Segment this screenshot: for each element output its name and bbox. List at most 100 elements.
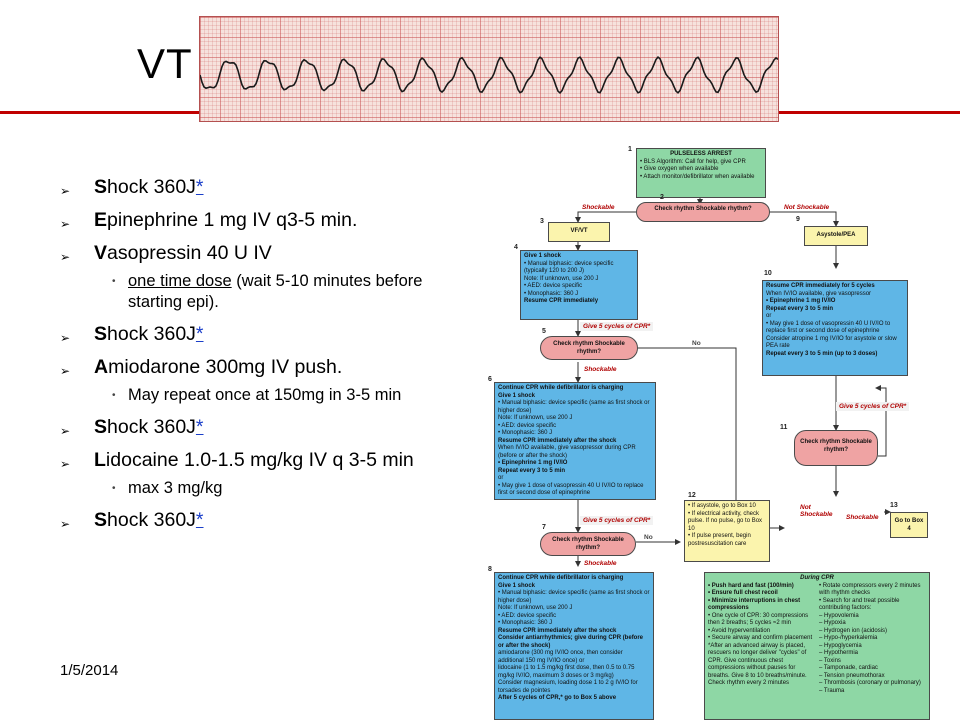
sub-bullet-list: •max 3 mg/kg (94, 478, 470, 499)
bullet-text: hock 360J (107, 416, 196, 438)
sub-bullet-item: •max 3 mg/kg (94, 478, 470, 499)
label-shockable-4: Shockable (584, 560, 617, 567)
bullet-text: miodarone 300mg IV push. (108, 356, 343, 378)
flow-text-line: • AED: device specific (498, 612, 557, 619)
flow-text-line: • Manual biphasic: device specific (same… (498, 400, 650, 414)
sub-bullet-dot-icon: • (112, 483, 116, 494)
flow-text-line: Note: If unknown, use 200 J (498, 605, 573, 611)
flow-text-line: • Ensure full chest recoil (708, 590, 778, 596)
during-cpr-right-column: • Rotate compressors every 2 minutes wit… (819, 583, 926, 696)
bullet-arrow-icon: ➢ (60, 517, 71, 531)
box-3-number: 3 (540, 218, 544, 225)
bullet-arrow-icon: ➢ (60, 250, 71, 264)
flow-text-line: Resume CPR immediately (524, 298, 599, 304)
flow-text-line: • Epinephrine 1 mg IV/IO (498, 460, 568, 466)
sub-bullet-list: •May repeat once at 150mg in 3-5 min (94, 385, 470, 406)
sub-bullet-item: •one time dose (wait 5-10 minutes before… (94, 271, 470, 313)
bullet-initial: S (94, 416, 108, 438)
box-13-go-to-box-4: Go to Box 4 (890, 512, 928, 538)
sub-bullet-text: (wait 5-10 minutes before starting epi). (128, 272, 423, 311)
box-12-number: 12 (688, 492, 696, 499)
flow-text-line: • Push hard and fast (100/min) (708, 582, 794, 589)
during-cpr-left-column: • Push hard and fast (100/min)• Ensure f… (708, 583, 815, 696)
flow-text-line: Give 1 shock (524, 253, 562, 259)
label-shockable: Shockable (582, 204, 615, 211)
flow-text-line: – Hypoxia (819, 620, 846, 626)
flow-text-line: Consider magnesium, loading dose 1 to 2 … (498, 680, 638, 694)
bullet-text: hock 360J (107, 176, 196, 198)
footnote-link[interactable]: * (195, 509, 204, 531)
box-1-number: 1 (628, 146, 632, 153)
box-13-number: 13 (890, 502, 898, 509)
flow-text-line: amiodarone (300 mg IV/IO once, then cons… (498, 650, 623, 664)
footnote-link[interactable]: * (195, 416, 204, 438)
box-10-number: 10 (764, 270, 772, 277)
bullet-initial: V (94, 242, 108, 264)
bullet-initial: S (94, 323, 108, 345)
box-9-number: 9 (796, 216, 800, 223)
ecg-waveform (200, 55, 778, 95)
label-shockable-2: Shockable (584, 366, 617, 373)
box-7-check-rhythm: Check rhythm Shockable rhythm? (540, 532, 636, 556)
box-5-check-rhythm: Check rhythm Shockable rhythm? (540, 336, 638, 360)
flow-text-line: lidocaine (1 to 1.5 mg/kg first dose, th… (498, 665, 635, 679)
flow-text-line: *After an advanced airway is placed, res… (708, 642, 807, 687)
flow-text-line: • If electrical activity, check pulse. I… (688, 510, 763, 532)
bullet-initial: S (94, 509, 108, 531)
footnote-link[interactable]: * (195, 176, 204, 198)
bullet-item: ➢Shock 360J* (60, 416, 470, 439)
flow-text-line: Give 1 shock (498, 392, 536, 399)
flow-text-line: • May give 1 dose of vasopressin 40 U IV… (766, 320, 891, 335)
flow-text-line: • May give 1 dose of vasopressin 40 U IV… (498, 482, 644, 497)
label-no-2: No (644, 534, 653, 541)
footnote-link[interactable]: * (195, 323, 204, 345)
bullet-item: ➢Shock 360J* (60, 323, 470, 346)
flow-text-line: – Trauma (819, 687, 845, 694)
bullet-arrow-icon: ➢ (60, 457, 71, 471)
flow-text-line: – Thrombosis (coronary or pulmonary) (819, 680, 921, 686)
sub-bullet-emphasis: one time dose (128, 272, 232, 290)
bullet-item: ➢Amiodarone 300mg IV push.•May repeat on… (60, 356, 470, 406)
flow-text-line: After 5 cycles of CPR,* go to Box 5 abov… (498, 695, 617, 701)
bullet-arrow-icon: ➢ (60, 217, 71, 231)
bullet-item: ➢ Shock 360J* (60, 176, 470, 199)
flow-text-line: • Attach monitor/defibrillator when avai… (640, 173, 755, 180)
acls-pulseless-arrest-algorithm: PULSELESS ARREST • BLS Algorithm: Call f… (484, 140, 960, 720)
sub-bullet-text: May repeat once at 150mg in 3-5 min (128, 386, 402, 404)
label-give-5-cycles-cpr-1: Give 5 cycles of CPR* (580, 322, 654, 331)
flow-text-line: • AED: device specific (498, 422, 557, 429)
flow-text-line: • If asystole, go to Box 10 (688, 503, 756, 509)
box-1-title: PULSELESS ARREST (670, 151, 732, 157)
flow-text-line: Resume CPR immediately after the shock (498, 627, 617, 634)
flow-text-line: or (498, 475, 504, 481)
bullet-item: ➢ Lidocaine 1.0-1.5 mg/kg IV q 3-5 min •ma… (60, 449, 470, 499)
flow-text-line: • Manual biphasic: device specific (same… (498, 590, 650, 604)
bullet-initial: S (94, 176, 108, 198)
label-no-1: No (692, 340, 701, 347)
flow-text-line: • Give oxygen when available (640, 166, 719, 172)
flow-text-line: or (766, 313, 772, 319)
box-8-number: 8 (488, 566, 492, 573)
flow-text-line: Repeat every 3 to 5 min (498, 467, 566, 474)
bullet-initial: E (94, 209, 108, 231)
slide-title: VT (137, 40, 193, 87)
ecg-strip-image (199, 16, 779, 122)
bullet-initial: L (94, 449, 106, 471)
flow-text-line: • One cycle of CPR: 30 compressions then… (708, 612, 809, 627)
label-not-shockable: Not Shockable (784, 204, 830, 211)
box-2-number: 2 (660, 194, 664, 201)
bullet-arrow-icon: ➢ (60, 184, 71, 198)
flow-text-line: – Hypoglycemia (819, 642, 862, 649)
flow-text-line: – Toxins (819, 657, 841, 664)
flow-text-line: Repeat every 3 to 5 min (up to 3 doses) (766, 350, 878, 357)
flow-text-line: When IV/IO available, give vasopressor d… (498, 445, 636, 459)
bullet-text: idocaine 1.0-1.5 mg/kg IV q 3-5 min (105, 449, 414, 471)
flow-text-line: • Avoid hyperventilation (708, 627, 771, 634)
flow-text-line: • Rotate compressors every 2 minutes wit… (819, 582, 921, 597)
sub-bullet-item: •May repeat once at 150mg in 3-5 min (94, 385, 470, 406)
box-3-vf-vt: VF/VT (548, 222, 610, 242)
flow-text-line: • Epinephrine 1 mg IV/IO (766, 298, 836, 304)
bullet-arrow-icon: ➢ (60, 331, 71, 345)
flow-text-line: – Hypovolemia (819, 612, 859, 619)
